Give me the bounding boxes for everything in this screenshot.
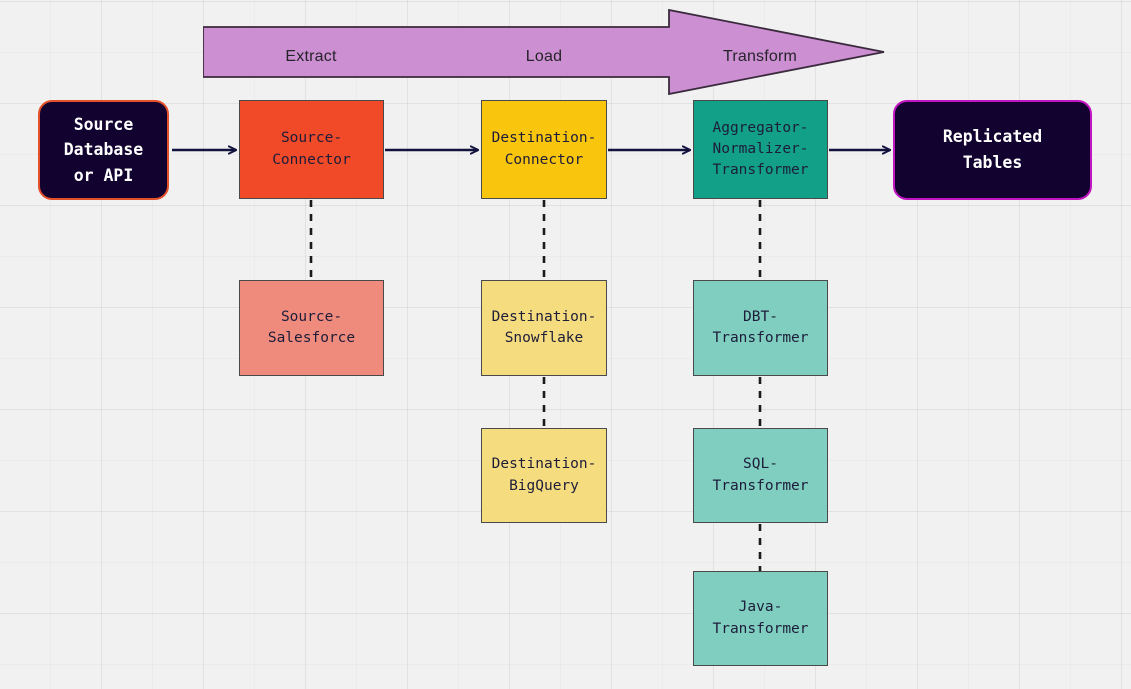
node-source-database-or-api[interactable]: Source Database or API: [38, 100, 169, 200]
phase-arrow-shape: [202, 8, 885, 96]
node-destination-connector[interactable]: Destination- Connector: [481, 100, 607, 199]
node-sql-transformer[interactable]: SQL- Transformer: [693, 428, 828, 523]
node-replicated-tables[interactable]: Replicated Tables: [893, 100, 1092, 200]
node-dbt-transformer[interactable]: DBT- Transformer: [693, 280, 828, 376]
elt-phase-banner: Extract Load Transform: [202, 8, 885, 96]
node-destination-snowflake[interactable]: Destination- Snowflake: [481, 280, 607, 376]
node-aggregator-normalizer-transformer[interactable]: Aggregator- Normalizer- Transformer: [693, 100, 828, 199]
phase-label-load: Load: [525, 48, 563, 65]
node-source-salesforce[interactable]: Source- Salesforce: [239, 280, 384, 376]
node-destination-bigquery[interactable]: Destination- BigQuery: [481, 428, 607, 523]
phase-label-transform: Transform: [722, 48, 798, 65]
node-java-transformer[interactable]: Java- Transformer: [693, 571, 828, 666]
node-source-connector[interactable]: Source- Connector: [239, 100, 384, 199]
phase-label-extract: Extract: [285, 48, 337, 65]
